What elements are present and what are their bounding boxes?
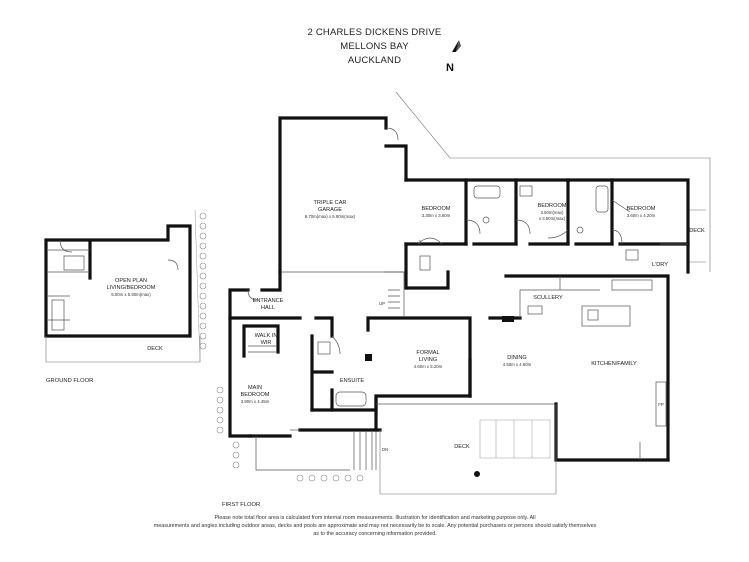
disclaimer-line-3: as to the accuracy concerning informatio…: [313, 531, 437, 537]
room-label-main-deck: DECK: [454, 444, 470, 450]
ground-floor-plan: [44, 209, 364, 482]
room-label-bedroom-2: BEDROOM: [538, 203, 567, 209]
disclaimer: Please note total floor area is calculat…: [110, 514, 640, 538]
fireplace-label: FP: [658, 402, 664, 407]
address-line-city: AUCKLAND: [347, 55, 402, 66]
address-line-suburb: MELLONS BAY: [340, 41, 409, 52]
room-size-open-plan: 5.00m x 5.90m(max): [111, 292, 151, 297]
room-size-bedroom-1: 3.30m x 3.60m: [422, 213, 451, 218]
room-label-bedroom-1: BEDROOM: [422, 206, 451, 212]
room-label-ldry: L'DRY: [652, 262, 668, 268]
room-label-main-bedroom-2: BEDROOM: [241, 392, 270, 398]
room-size-bedroom-2b: x 3.60m(max): [539, 216, 566, 221]
room-label-garage-2: GARAGE: [318, 207, 342, 213]
room-label-wir-1: WALK IN: [255, 333, 278, 339]
disclaimer-line-2: measurements and angles including outdoo…: [153, 523, 597, 529]
room-label-ground-deck: DECK: [147, 346, 163, 352]
room-size-dining: 4.50m x 4.60m: [503, 362, 532, 367]
room-size-garage: 9.70m(max) x 6.90m(max): [305, 214, 356, 219]
north-label: N: [446, 62, 454, 74]
address-header: 2 CHARLES DICKENS DRIVE MELLONS BAY AUCK…: [0, 26, 749, 68]
room-label-upper-deck: DECK: [689, 228, 705, 234]
room-label-kitchen: KITCHEN/FAMILY: [591, 361, 637, 367]
room-size-main-bedroom: 3.90m x 4.45m: [241, 399, 270, 404]
north-arrow-icon: [452, 40, 461, 52]
address-line-street: 2 CHARLES DICKENS DRIVE: [307, 27, 442, 38]
garden-shrubs-icon: [199, 212, 364, 482]
first-floor-plan: [228, 91, 711, 495]
room-label-entrance-1: ENTRANCE: [253, 298, 284, 304]
room-label-dining: DINING: [507, 355, 527, 361]
room-label-garage-1: TRIPLE CAR: [314, 200, 347, 206]
room-label-ensuite: ENSUITE: [340, 378, 365, 384]
room-label-entrance-2: HALL: [261, 305, 275, 311]
room-size-bedroom-3: 3.60m x 4.20m: [627, 213, 656, 218]
stair-label-dn: DN: [382, 447, 388, 452]
level-label-first: FIRST FLOOR: [222, 502, 260, 508]
room-label-open-plan-2: LIVING/BEDROOM: [107, 285, 156, 291]
room-label-main-bedroom-1: MAIN: [248, 385, 262, 391]
room-label-open-plan-1: OPEN PLAN: [115, 278, 147, 284]
room-size-bedroom-2a: 3.60m(max): [541, 210, 564, 215]
room-label-formal-living-2: LIVING: [419, 357, 437, 363]
room-label-bedroom-3: BEDROOM: [627, 206, 656, 212]
level-label-ground: GROUND FLOOR: [46, 378, 93, 384]
disclaimer-line-1: Please note total floor area is calculat…: [214, 515, 536, 521]
room-label-scullery: SCULLERY: [533, 295, 563, 301]
stair-label-up: UP: [379, 301, 385, 306]
room-size-formal-living: 4.60m x 5.20m: [414, 364, 443, 369]
room-label-wir-2: WIR: [261, 340, 272, 346]
room-label-formal-living-1: FORMAL: [416, 350, 439, 356]
